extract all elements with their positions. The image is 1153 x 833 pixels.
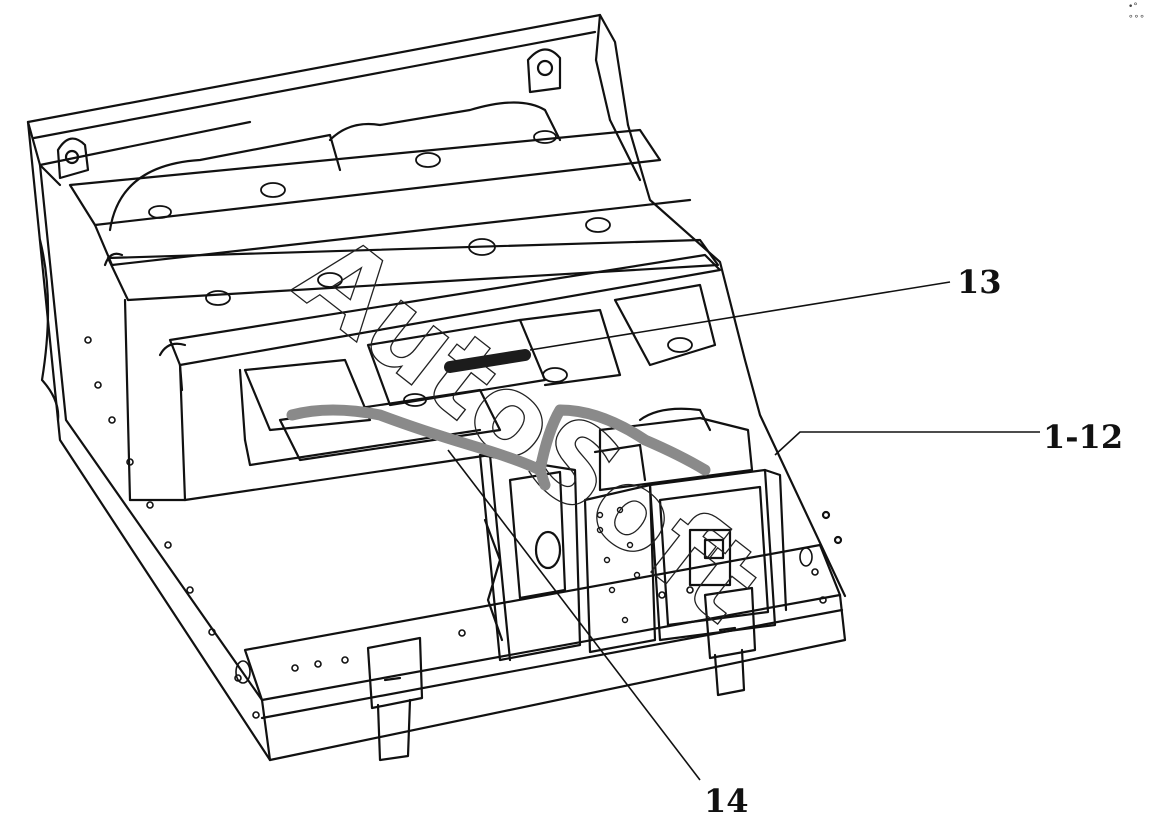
corner-mark: •° ∘∘∘ — [1128, 2, 1145, 22]
dark-cable — [444, 349, 531, 373]
controller-module — [583, 407, 788, 654]
right-side-wall — [608, 118, 847, 598]
callout-1-12: 1-12 — [1043, 418, 1124, 456]
grey-cable — [286, 404, 711, 491]
mounting-ears — [56, 48, 562, 180]
battery-straps — [68, 128, 722, 392]
terminals — [148, 130, 693, 407]
latch-right — [703, 586, 757, 697]
battery-tops — [108, 101, 562, 502]
back-rail — [26, 13, 630, 187]
leader-line-14 — [447, 449, 701, 781]
leader-line-1-12 — [774, 431, 1040, 456]
latch-left — [366, 636, 424, 762]
left-side-holes — [84, 336, 260, 719]
module-dots — [596, 506, 641, 624]
callout-14: 14 — [704, 782, 749, 820]
callout-13: 13 — [957, 263, 1002, 301]
leader-line-13 — [529, 281, 951, 351]
left-side-wall — [26, 120, 272, 762]
